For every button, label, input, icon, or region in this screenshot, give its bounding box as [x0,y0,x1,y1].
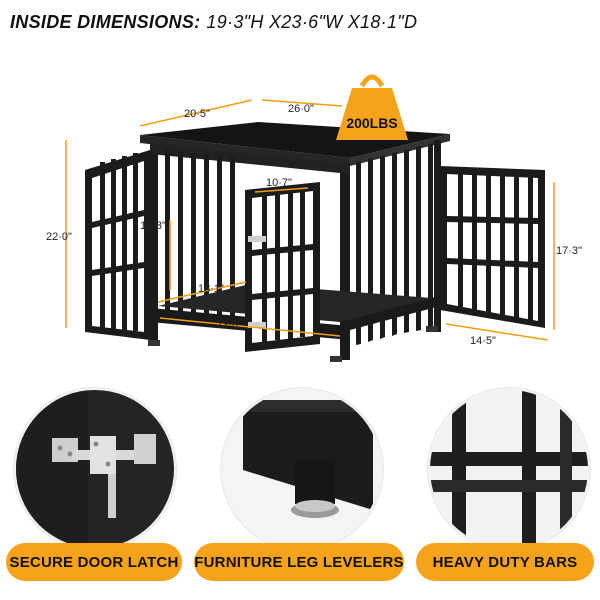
door-width-label: 10·7" [266,177,292,189]
leg-leveler-closeup [221,388,383,550]
crate-illustration: 200LBS 20·5" 26·0" 22·0" 19·3" 10·7" 18·… [46,74,582,362]
side-door-height-label: 17·3" [556,245,582,257]
inside-dimensions-title: INSIDE DIMENSIONS: [10,12,201,32]
side-door-width-label: 14·5" [470,335,496,347]
feature-label-heavy-bars: HEAVY DUTY BARS [416,543,594,581]
dimension-lines [65,99,555,341]
heavy-duty-bars-closeup [428,388,590,550]
top-width-label: 26·0" [288,103,314,115]
door-latch-closeup [14,388,176,550]
weight-capacity-label: 200LBS [346,115,397,131]
inner-width-label: 23·6" [216,319,242,331]
inner-height-label: 19·3" [140,220,166,232]
top-depth-label: 20·5" [184,108,210,120]
left-door [85,150,150,340]
overall-height-label: 22·0" [46,231,72,243]
feature-label-leg-levelers: FURNITURE LEG LEVELERS [194,543,404,581]
feature-label-door-latch: SECURE DOOR LATCH [6,543,182,581]
inner-depth-label: 18·1" [198,283,224,295]
inside-dimensions-heading: INSIDE DIMENSIONS:19·3"H X23·6"W X18·1"D [10,12,417,33]
weight-capacity-badge: 200LBS [336,74,408,140]
right-door [440,166,545,328]
inside-dimensions-values: 19·3"H X23·6"W X18·1"D [206,12,418,32]
front-door [245,182,320,352]
